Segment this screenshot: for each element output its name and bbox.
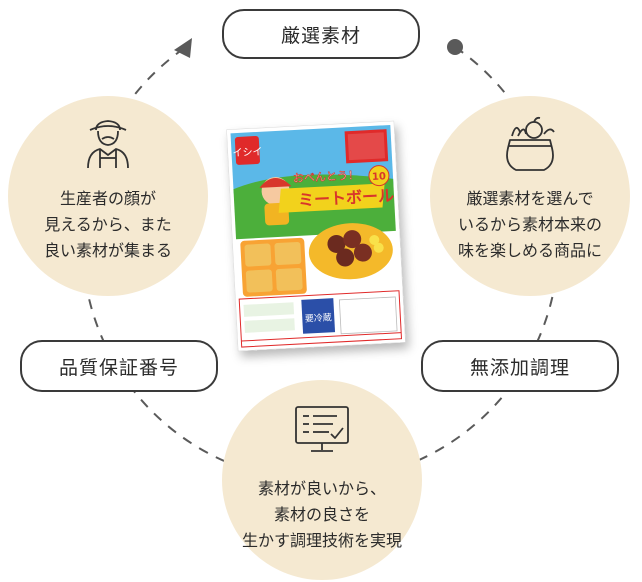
step-pill-top-label: 厳選素材: [281, 21, 361, 48]
ingredients-line-2: いるから素材本来の: [430, 212, 630, 238]
ingredients-line-3: 味を楽しめる商品に: [430, 238, 630, 264]
produce-sack-icon: [500, 114, 560, 174]
step-pill-right: 無添加調理: [421, 340, 619, 392]
producer-line-2: 見えるから、また: [8, 212, 208, 238]
cycle-start-dot: [447, 39, 463, 55]
step-pill-right-label: 無添加調理: [470, 353, 570, 380]
step-pill-left-label: 品質保証番号: [59, 353, 179, 380]
cooking-text: 素材が良いから、 素材の良さを 生かす調理技術を実現: [222, 476, 422, 554]
producer-line-1: 生産者の顔が: [8, 186, 208, 212]
cooking-circle: 素材が良いから、 素材の良さを 生かす調理技術を実現: [222, 380, 422, 580]
step-pill-left: 品質保証番号: [20, 340, 218, 392]
product-package-image: イシイ おべんとう！ ミートボール 10 要冷蔵: [226, 121, 405, 351]
monitor-checklist-icon: [293, 404, 351, 454]
producer-line-3: 良い素材が集まる: [8, 238, 208, 264]
brand-logo: イシイ: [232, 136, 263, 166]
ingredients-line-1: 厳選素材を選んで: [430, 186, 630, 212]
producer-text: 生産者の顔が 見えるから、また 良い素材が集まる: [8, 186, 208, 264]
ingredients-text: 厳選素材を選んで いるから素材本来の 味を楽しめる商品に: [430, 186, 630, 264]
step-pill-top: 厳選素材: [222, 9, 420, 59]
ingredients-circle: 厳選素材を選んで いるから素材本来の 味を楽しめる商品に: [430, 96, 630, 296]
cooking-line-2: 素材の良さを: [222, 502, 422, 528]
svg-text:イシイ: イシイ: [232, 147, 263, 160]
cooking-line-1: 素材が良いから、: [222, 476, 422, 502]
cooking-line-3: 生かす調理技術を実現: [222, 528, 422, 554]
cycle-arrowhead-icon: [174, 38, 192, 58]
producer-circle: 生産者の顔が 見えるから、また 良い素材が集まる: [8, 96, 208, 296]
svg-text:10: 10: [372, 171, 387, 183]
farmer-icon: [80, 118, 136, 170]
